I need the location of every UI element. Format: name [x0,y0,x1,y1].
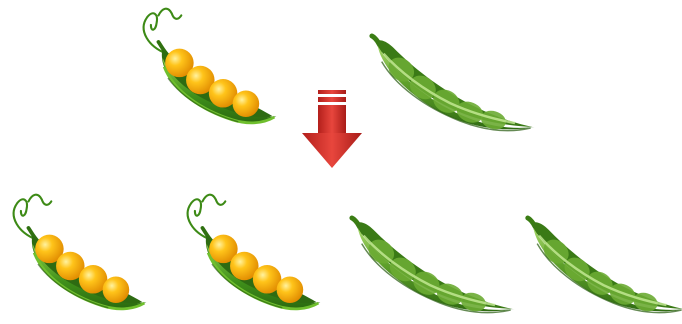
parent-green-pea-pod-icon [372,36,535,132]
offspring-yellow-pea-pod-icon-1 [14,195,147,309]
offspring-yellow-pea-pod-icon-2 [188,195,321,309]
parent-yellow-pea-pod-icon [144,9,277,123]
offspring-green-pea-pod-icon-2 [528,218,682,314]
offspring-green-pea-pod-icon-1 [352,218,515,314]
down-arrow-icon [302,90,362,168]
